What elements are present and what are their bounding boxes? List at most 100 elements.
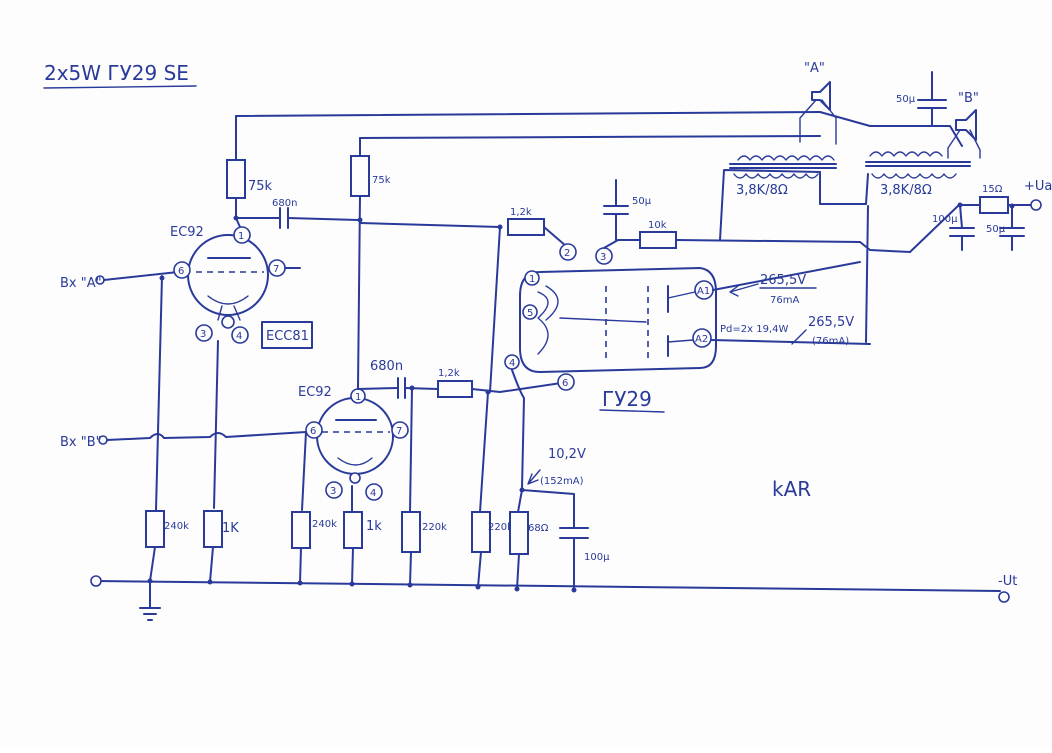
gu29-cathode-current: (152mA) [540,476,584,487]
v2-tube-label: EC92 [298,385,332,400]
gu29-envelope [519,267,717,373]
gu29-cathode-voltage: 10,2V [548,447,586,462]
r-screen [639,231,677,249]
gnd-node-1 [147,578,153,584]
earth-symbol [139,580,161,621]
v1-pin-anode-num: 1 [238,231,244,242]
gu29-pin-a2-label: A2 [695,334,708,345]
v1-b-plus-rail [235,111,821,161]
grid-stop-2-to-gu [471,381,569,393]
supply-minus-label: -Ut [998,574,1017,589]
v2-pin-heater-b-num: 4 [370,488,376,499]
tb-ratio: 3,8K/8Ω [880,183,932,198]
v2-pin-grid-b [391,421,409,439]
v1-pin-heater-b-num: 4 [236,331,242,342]
v1-alt-tube-box [261,321,313,349]
gu29-pin-5 [522,304,538,320]
gu29-pin-1 [524,270,540,286]
node-2-top [357,217,363,223]
c-filter-1 [949,204,975,251]
r-grid-1 [145,510,165,548]
wire-r68 [517,489,523,513]
v1-pin-cathode [221,315,235,329]
v1-pin-heater-a-num: 3 [200,329,206,340]
r-cath-2 [343,511,363,549]
node-to-r220k-1 [409,387,413,513]
r-grid-stop-1-label: 1,2k [510,207,532,218]
gnd-node-5 [407,582,413,588]
gnd-node-3 [297,580,303,586]
gu29-pin-6-num: 6 [562,378,568,389]
tb-primary-lead [865,205,869,343]
ground-bus [95,580,1001,592]
r-cath-1-label: 1K [222,521,239,536]
gu29-label-underline [599,409,665,413]
r-g-out-2-label: 220k [488,522,513,533]
gu29-tube-label: ГУ29 [602,387,652,411]
input-b-label: Вх "B" [60,435,102,450]
cap1-to-node-wire [287,217,359,221]
v2-anode-to-cap2 [357,387,399,390]
c-coupling-2-label: 680n [370,359,403,374]
c-coupling-1 [279,207,289,229]
gu29-pin-3-num: 3 [600,252,606,263]
speaker-b-icon [955,109,977,141]
v2-pin-grid [305,421,323,439]
c-filter-2-label: 50μ [986,224,1006,235]
r-filter-label: 15Ω [982,184,1003,195]
gnd-node-8 [571,587,577,593]
supply-plus-terminal [1030,199,1042,211]
c-cath-out [559,527,589,539]
node2-to-grid-stop-wire [359,222,501,228]
r-grid-2 [291,511,311,549]
r-grid-stop-2 [437,380,473,398]
r-cath-out-to-gnd [516,553,520,590]
v1-pin-grid-num: 6 [178,266,184,277]
node2-vertical [357,195,361,389]
cathode-voltage-arrow [527,469,541,485]
c-coupling-1-label: 680n [272,198,297,209]
v2-tube-envelope [316,397,394,475]
v2-pin-grid-num: 6 [310,426,316,437]
r-grid-stop-2-label: 1,2k [438,368,460,379]
gu29-anode-leads [667,291,696,343]
tb-secondary-coil [869,151,943,157]
v1-heater [217,305,241,321]
v1-anode-node [233,215,239,221]
wire-c100 [521,489,575,529]
v1-anode-wire [235,195,241,228]
screen-to-supply [859,203,961,253]
wire-r220k-2 [479,391,489,513]
a1-arrow [729,283,759,297]
speaker-a-leads [799,99,837,145]
v1-cathode-wire [213,340,219,509]
c-screen [603,179,629,241]
gnd-node-4 [349,581,355,587]
v1-tube-label: EC92 [170,225,204,240]
v2-pin-anode-num: 1 [355,392,361,403]
gu29-cathode-wire [511,369,525,489]
gu29-pin-2-num: 2 [564,248,570,259]
supply-plus-label: +Ua [1024,179,1052,194]
speaker-a-label: "A" [804,61,825,76]
tb-core [865,161,971,167]
r-grid-1-to-gnd [149,546,156,582]
r-cath-2-to-gnd [351,547,354,585]
ta-primary-coil [733,173,819,179]
v1-pin-heater-b [231,326,249,344]
r-g-out-1-label: 220k [422,522,447,533]
r-grid-1-label: 240k [164,521,189,532]
r-plate-1 [226,159,246,199]
gnd-node-2 [207,579,213,585]
gu29-cathode [545,285,559,321]
v1-cathode [207,295,249,305]
gu29-pin-5-num: 5 [527,308,533,319]
v1-pin-heater-a [195,324,213,342]
a1-current: 76mA [770,295,799,306]
c-filter-1-label: 100μ [932,214,958,225]
a2-power: Pd=2x 19,4W [720,324,788,335]
v2-pin-heater-a-num: 3 [330,486,336,497]
v2-pin-heater-b [365,483,383,501]
